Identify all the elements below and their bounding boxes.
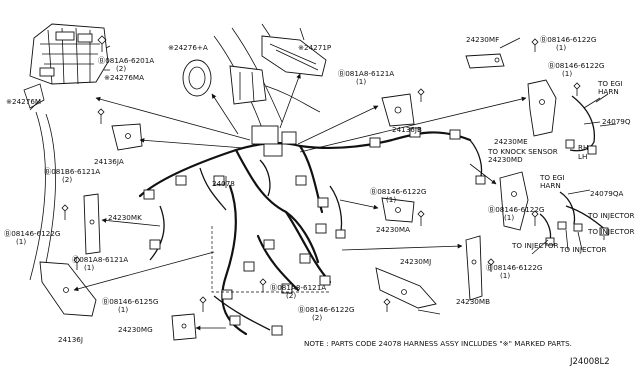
bracket-24136J xyxy=(39,261,97,317)
label-08146-6122G-tr1-qty: (1) xyxy=(556,43,566,52)
label-24276MA: ※24276MA xyxy=(104,73,144,82)
module-24271P xyxy=(261,23,327,77)
label-08146-6122G-r1-qty: (1) xyxy=(386,195,396,204)
label-24230MJ: 24230MJ xyxy=(400,257,431,266)
label-081B6-6121A: Ⓑ081B6-6121A xyxy=(44,167,100,176)
part-labels: ※24276+A ※24271P Ⓑ081A6-6201A (2) ※24276… xyxy=(4,35,635,344)
label-24136JB: 24136JB xyxy=(392,125,422,134)
label-24078: 24078 xyxy=(212,179,235,188)
label-to-egi-harn-1a: TO EGI xyxy=(597,79,623,88)
dash-group xyxy=(211,226,330,293)
label-24230MF: 24230MF xyxy=(466,35,499,44)
label-to-egi-harn-2a: TO EGI xyxy=(539,173,565,182)
harness-note: NOTE : PARTS CODE 24078 HARNESS ASSY INC… xyxy=(304,339,572,348)
label-081A8-6121A-top-qty: (1) xyxy=(356,77,366,86)
label-081B6-6121A-qty: (2) xyxy=(62,175,72,184)
label-24271P: ※24271P xyxy=(298,43,332,52)
bracket-24230MF xyxy=(465,53,505,69)
label-24230MG: 24230MG xyxy=(118,325,153,334)
label-081A8-6121A-b-qty: (2) xyxy=(286,291,296,300)
label-24136JA: 24136JA xyxy=(94,157,124,166)
label-08146-6122G-tr1: Ⓑ08146-6122G xyxy=(540,35,597,44)
bracket-24230MB xyxy=(465,235,483,301)
label-knock-sensor: TO KNOCK SENSOR xyxy=(487,147,558,156)
label-08146-6122G-tr2-qty: (1) xyxy=(562,69,572,78)
label-081A8-6121A-l: Ⓑ081A8-6121A xyxy=(72,255,128,264)
label-08146-6122G-b: Ⓑ08146-6122G xyxy=(298,305,355,314)
label-to-injector-1: TO INJECTOR xyxy=(587,211,635,220)
bracket-24230MD xyxy=(499,171,529,231)
label-081A6-6201A: Ⓑ081A6-6201A xyxy=(98,56,154,65)
bracket-24230MK xyxy=(83,193,101,255)
label-24230ME: 24230ME xyxy=(494,137,528,146)
label-to-egi-harn-1b: HARN xyxy=(598,87,619,96)
label-24079QA: 24079QA xyxy=(590,189,624,198)
label-to-injector-4: TO INJECTOR xyxy=(559,245,607,254)
label-to-injector-3: TO INJECTOR xyxy=(511,241,559,250)
label-08146-6122G-l-qty: (1) xyxy=(16,237,26,246)
label-081A6-6201A-qty: (2) xyxy=(116,64,126,73)
label-08146-6122G-b-qty: (2) xyxy=(312,313,322,322)
label-to-egi-harn-2b: HARN xyxy=(540,181,561,190)
label-24230MD: 24230MD xyxy=(488,155,523,164)
fuse-block-24276M xyxy=(23,23,109,109)
label-08146-6122G-l: Ⓑ08146-6122G xyxy=(4,229,61,238)
label-08146-6125G-qty: (1) xyxy=(118,305,128,314)
leader-lines xyxy=(29,37,605,331)
label-08146-6122G-r2-qty: (1) xyxy=(500,271,510,280)
bracket-24230MJ xyxy=(375,267,437,309)
bracket-24230MG xyxy=(171,313,197,341)
diagram-code: J24008L2 xyxy=(569,357,610,367)
label-081A8-6121A-top: Ⓑ081A8-6121A xyxy=(338,69,394,78)
label-08146-6122G-r1: Ⓑ08146-6122G xyxy=(370,187,427,196)
label-081A8-6121A-b: Ⓑ081A8-6121A xyxy=(270,283,326,292)
label-08146-6125G: Ⓑ08146-6125G xyxy=(102,297,159,306)
knock-sensor-lead xyxy=(565,93,617,155)
label-24136J: 24136J xyxy=(58,335,83,344)
label-lh: LH xyxy=(578,152,587,161)
label-08146-6122G-r2: Ⓑ08146-6122G xyxy=(486,263,543,272)
center-hoses xyxy=(213,27,321,129)
bracket-24136JA xyxy=(111,123,143,151)
label-24230MA: 24230MA xyxy=(376,225,410,234)
bracket-24230MA xyxy=(381,197,415,223)
label-rh: RH xyxy=(578,143,588,152)
bolts xyxy=(61,35,581,312)
relay-24276A xyxy=(182,59,212,97)
label-24230MK: 24230MK xyxy=(108,213,142,222)
label-081A8-6121A-l-qty: (1) xyxy=(84,263,94,272)
label-to-injector-2: TO INJECTOR xyxy=(587,227,635,236)
label-24230MB: 24230MB xyxy=(456,297,490,306)
label-24079Q: 24079Q xyxy=(602,117,631,126)
left-strap xyxy=(29,111,56,283)
bracket-24230ME xyxy=(527,79,557,137)
label-24276A: ※24276+A xyxy=(168,43,208,52)
harness-24079QA xyxy=(539,191,609,246)
label-24276M: ※24276M xyxy=(6,97,41,106)
main-harness-24078 xyxy=(138,125,486,336)
label-08146-6122G-mid: Ⓑ08146-6122G xyxy=(488,205,545,214)
label-08146-6122G-mid-qty: (1) xyxy=(504,213,514,222)
bracket-24136JB xyxy=(381,93,415,127)
label-08146-6122G-tr2: Ⓑ08146-6122G xyxy=(548,61,605,70)
